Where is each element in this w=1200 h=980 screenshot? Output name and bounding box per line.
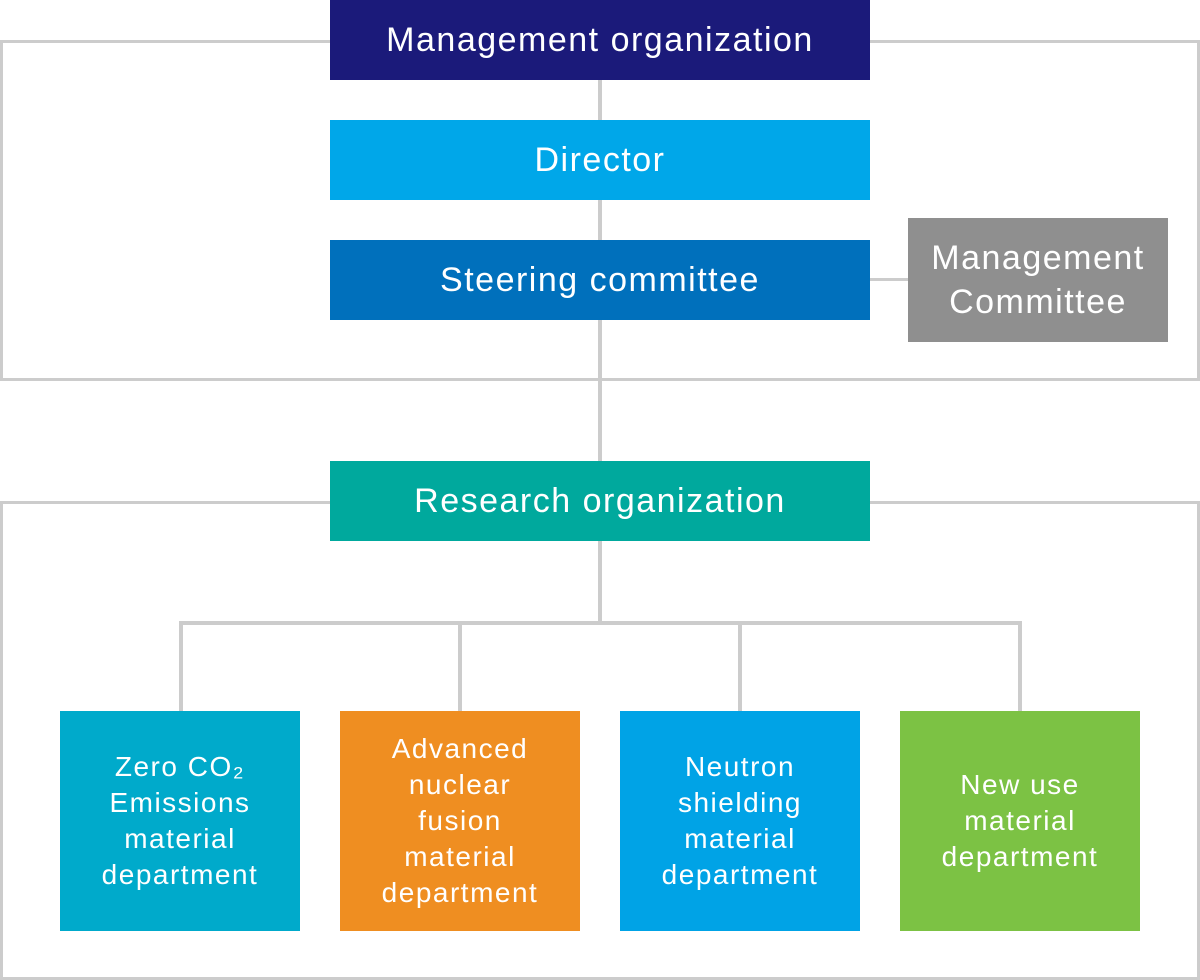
dept-label-line: department [101,859,259,890]
connector-dept-fusion [458,621,462,711]
connector-dept-new-use [1018,621,1022,711]
dept-label-line: Emissions [109,787,251,818]
connector-dept-neutron [738,621,742,711]
dept-new-use-material: New use material department [900,711,1140,931]
dept-label-line: department [381,877,539,908]
dept-label-line: Zero CO₂ [114,751,246,782]
connector-steering-committee [870,278,908,281]
connector-branch-horizontal [179,621,1022,625]
dept-zero-co2-emissions: Zero CO₂ Emissions material department [60,711,300,931]
research-organization-header: Research organization [330,461,870,541]
dept-label-line: Advanced [391,733,529,764]
dept-label-line: material [964,805,1076,836]
management-committee-line: Management [931,239,1145,277]
dept-label-line: Neutron [684,751,796,782]
connector-steering-research [598,320,602,461]
connector-dept-zero-co2 [179,621,183,711]
management-committee-line: Committee [949,283,1127,321]
management-committee-box: Management Committee [908,218,1168,342]
director-box: Director [330,120,870,200]
connector-research-branch [598,541,602,623]
dept-label-line: department [941,841,1099,872]
dept-label-line: department [661,859,819,890]
dept-label-line: New use [960,769,1080,800]
management-organization-header: Management organization [330,0,870,80]
connector-director-steering [598,200,602,240]
dept-label-line: material [684,823,796,854]
dept-label-line: nuclear [408,769,512,800]
dept-label-line: material [404,841,516,872]
connector-management-director [598,80,602,120]
steering-committee-box: Steering committee [330,240,870,320]
dept-label-line: fusion [418,805,502,836]
dept-neutron-shielding: Neutron shielding material department [620,711,860,931]
dept-label-line: material [124,823,236,854]
dept-label-line: shielding [677,787,803,818]
dept-advanced-nuclear-fusion: Advanced nuclear fusion material departm… [340,711,580,931]
